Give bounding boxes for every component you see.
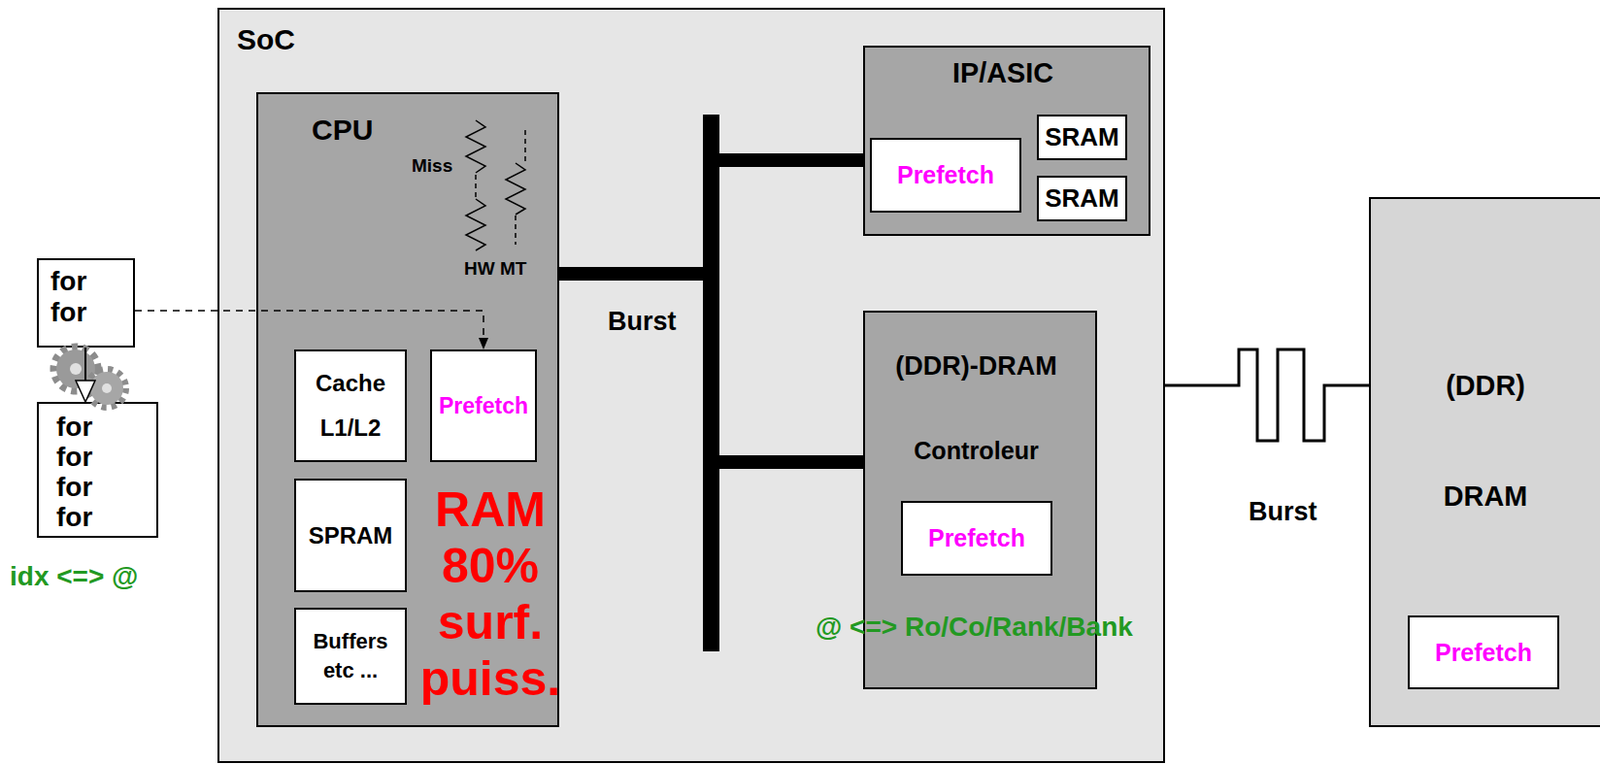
- node-title: SRAM: [1044, 184, 1120, 214]
- mapping-note: idx <=> @: [9, 561, 138, 593]
- spram-box: SPRAM: [294, 478, 407, 593]
- node-title: for for for for: [56, 411, 117, 533]
- thread-symbols: [466, 120, 526, 251]
- prefetch-box: Prefetch: [1407, 615, 1560, 690]
- bus-link: [559, 273, 864, 463]
- mapping-note: @ <=> Ro/Co/Rank/Bank: [815, 611, 1134, 643]
- node-title: Cache L1/L2: [311, 361, 390, 451]
- transform-arrow: [84, 347, 87, 402]
- bus-label: Burst: [607, 306, 677, 337]
- node-title: (DDR): [1370, 369, 1600, 402]
- node-title: Prefetch: [1434, 638, 1533, 667]
- bus-bar: [702, 114, 720, 652]
- buffers-box: Buffers etc ...: [294, 607, 407, 705]
- dram-chip-box: (DDR) DRAM Prefetch: [1368, 197, 1600, 728]
- prefetch-box: Prefetch: [430, 349, 537, 463]
- node-title: SPRAM: [308, 522, 394, 550]
- dashed-arrow: [134, 310, 484, 350]
- node-title: Buffers etc ...: [306, 627, 395, 686]
- loop-code-box: for for: [36, 258, 135, 348]
- prefetch-box: Prefetch: [869, 137, 1022, 213]
- node-title: SoC: [236, 23, 296, 58]
- node-title: for for: [50, 266, 111, 329]
- node-title: (DDR)-DRAM: [865, 351, 1088, 382]
- node-title: IP/ASIC: [865, 57, 1141, 90]
- sram-box: SRAM: [1036, 114, 1128, 161]
- node-title: CPU: [311, 113, 373, 148]
- node-title: SRAM: [1044, 123, 1120, 153]
- sram-box: SRAM: [1036, 175, 1128, 222]
- node-title: Prefetch: [928, 524, 1026, 553]
- bus-label: Burst: [1248, 497, 1318, 528]
- ram-note: RAM 80% surf. puiss.: [407, 481, 573, 707]
- loop-code-box: for for for for: [36, 401, 159, 538]
- bus-link: [559, 160, 864, 274]
- ip-asic-box: IP/ASICPrefetchSRAMSRAM: [863, 45, 1151, 236]
- miss-label: Miss: [411, 155, 453, 177]
- node-title: Prefetch: [438, 393, 529, 419]
- node-title: Prefetch: [897, 161, 995, 190]
- prefetch-box: Prefetch: [900, 500, 1053, 576]
- soc-box: SoCCPUCache L1/L2PrefetchSPRAMBuffers et…: [217, 7, 1166, 764]
- node-subtitle: DRAM: [1370, 480, 1600, 513]
- thread-label: HW MT: [464, 258, 527, 280]
- ddr-burst-signal: [1164, 349, 1370, 441]
- cache-box: Cache L1/L2: [294, 349, 407, 463]
- gears-icon: [54, 347, 126, 407]
- node-subtitle: Controleur: [865, 436, 1088, 466]
